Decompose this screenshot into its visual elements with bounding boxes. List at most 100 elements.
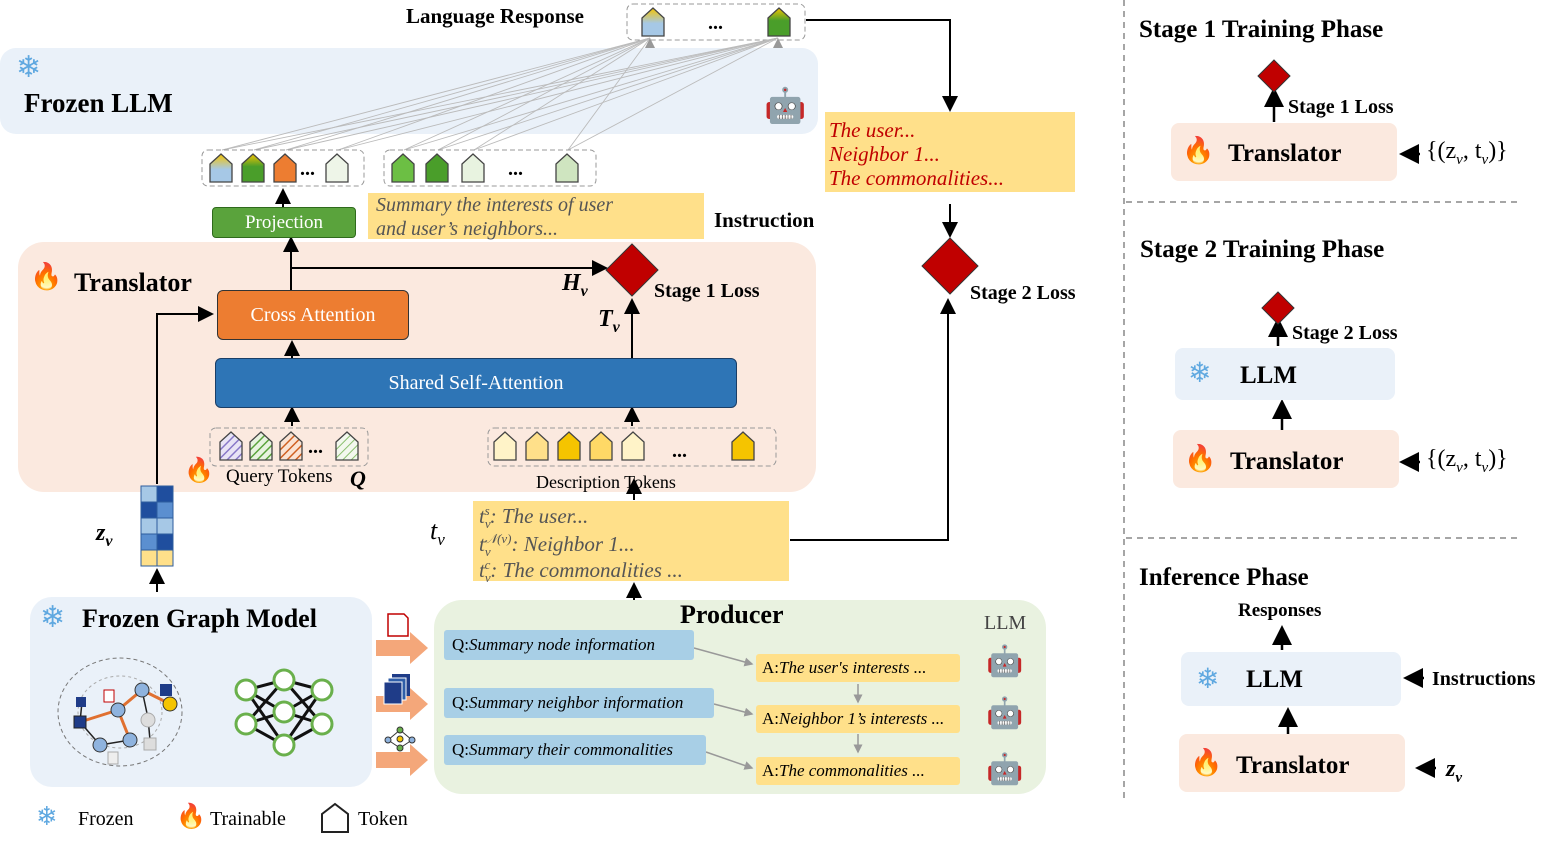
token-icon	[273, 153, 297, 183]
token-icon	[209, 153, 233, 183]
stage1-translator-box	[1171, 123, 1397, 181]
pair-open: {(z	[1426, 446, 1457, 472]
desc-line-2: tv𝒩(v): Neighbor 1...	[479, 531, 635, 560]
fire-icon: 🔥	[176, 802, 206, 830]
inference-llm-box	[1181, 652, 1401, 706]
pair-close: )}	[1488, 138, 1508, 164]
token-icon	[279, 431, 303, 461]
token-legend-icon	[321, 802, 349, 833]
snowflake-icon: ❄	[1188, 356, 1212, 389]
mini-graph-icon	[384, 726, 416, 752]
stage2-translator-label: Translator	[1230, 448, 1344, 475]
snowflake-icon: ❄	[16, 50, 42, 85]
desc-line-2-sup: 𝒩(v)	[484, 531, 512, 546]
desc-line-3-text: : The commonalities ...	[490, 558, 683, 582]
robot-icon: 🤖	[764, 86, 807, 126]
stage2-loss-label: Stage 2 Loss	[970, 282, 1076, 304]
q-symbol: Q	[350, 466, 366, 491]
t-v-small-label: tv	[430, 516, 445, 550]
description-text-box: tvs: The user... tv𝒩(v): Neighbor 1... t…	[473, 501, 789, 585]
inference-translator-label: Translator	[1236, 752, 1350, 779]
a-text: The commonalities ...	[779, 761, 925, 780]
token-icon	[325, 153, 349, 183]
t-v-label: Tv	[598, 306, 620, 337]
query-token-ellipsis: ...	[308, 436, 323, 458]
language-response-label: Language Response	[406, 4, 584, 28]
answer-neighbor-interests: A: Neighbor 1’s interests ...	[756, 705, 960, 733]
instruction-label: Instruction	[714, 208, 815, 232]
token-icon	[219, 431, 243, 461]
stage1-loss-label: Stage 1 Loss	[654, 280, 760, 302]
stage2-text-box: The user... Neighbor 1... The commonalit…	[825, 112, 1075, 192]
a-prefix: A:	[762, 761, 779, 780]
token-icon	[425, 153, 449, 183]
z-v-symbol: z	[96, 520, 106, 546]
token-icon	[391, 153, 415, 183]
question-neighbor-info: Q: Summary neighbor information	[444, 688, 714, 718]
stage2-llm-box	[1175, 348, 1395, 400]
graph-icon	[57, 657, 183, 767]
stage2-text-line-2: Neighbor 1...	[829, 142, 940, 166]
h-v-symbol: H	[562, 270, 581, 296]
q-prefix: Q:	[452, 740, 469, 759]
z-v-label: zv	[96, 520, 112, 551]
inference-phase-title: Inference Phase	[1139, 564, 1309, 591]
stage1-loss-diamond-small	[1257, 59, 1291, 93]
stage1-pair: {(zv, tv)}	[1426, 138, 1508, 168]
input-arrow-3	[376, 744, 428, 776]
fire-icon: 🔥	[1190, 748, 1223, 778]
response-ellipsis: ...	[708, 12, 723, 34]
pair-mid: , t	[1462, 138, 1482, 164]
token-icon	[555, 153, 579, 183]
token-icon	[249, 431, 273, 461]
token-ellipsis-1: ...	[300, 158, 315, 180]
response-token-group	[626, 3, 806, 41]
pair-open: {(z	[1426, 138, 1457, 164]
robot-icon: 🤖	[986, 696, 1024, 731]
z-v-subscript: v	[1455, 769, 1463, 786]
a-prefix: A:	[762, 658, 779, 677]
inference-z-v-label: zv	[1446, 756, 1462, 787]
fire-icon: 🔥	[1184, 444, 1217, 474]
token-icon	[767, 7, 791, 37]
stage2-loss-diamond	[921, 237, 979, 295]
desc-line-3-sup: c	[484, 557, 491, 572]
token-icon	[493, 431, 517, 461]
token-icon	[557, 431, 581, 461]
a-text: Neighbor 1’s interests ...	[779, 709, 945, 728]
stage2-text-line-3: The commonalities...	[829, 166, 1004, 190]
legend-token: Token	[358, 808, 408, 830]
robot-icon: 🤖	[986, 644, 1024, 679]
q-text: Summary node information	[469, 635, 656, 654]
t-v-symbol: T	[598, 306, 613, 332]
robot-icon: 🤖	[986, 752, 1024, 787]
a-prefix: A:	[762, 709, 779, 728]
legend-trainable: Trainable	[210, 808, 286, 830]
desc-line-3: tvc: The commonalities ...	[479, 557, 683, 586]
stage1-loss-diamond	[605, 243, 659, 297]
fire-icon: 🔥	[1182, 136, 1215, 166]
instructions-label: Instructions	[1432, 668, 1536, 690]
q-text: Summary neighbor information	[469, 693, 684, 712]
instruction-line-1: Summary the interests of user	[376, 194, 614, 216]
pair-mid: , t	[1462, 446, 1482, 472]
stage1-translator-label: Translator	[1228, 140, 1342, 167]
desc-line-1-text: : The user...	[489, 504, 589, 528]
stage2-text-line-1: The user...	[829, 118, 916, 142]
q-prefix: Q:	[452, 635, 469, 654]
token-icon	[589, 431, 613, 461]
instruction-line-2: and user’s neighbors...	[376, 218, 559, 240]
projection-block: Projection	[212, 207, 356, 238]
stage2-loss-diamond-small	[1261, 291, 1295, 325]
q-prefix: Q:	[452, 693, 469, 712]
stage2-phase-title: Stage 2 Training Phase	[1140, 236, 1385, 263]
token-icon	[641, 7, 665, 37]
stage2-llm-label: LLM	[1240, 362, 1297, 389]
z-v-subscript: v	[105, 532, 113, 550]
frozen-llm-title: Frozen LLM	[24, 88, 173, 118]
desc-line-1-sup: s	[484, 503, 490, 518]
snowflake-icon: ❄	[1196, 662, 1220, 695]
translator-title: Translator	[74, 268, 192, 297]
t-v-small-symbol: t	[430, 516, 438, 545]
